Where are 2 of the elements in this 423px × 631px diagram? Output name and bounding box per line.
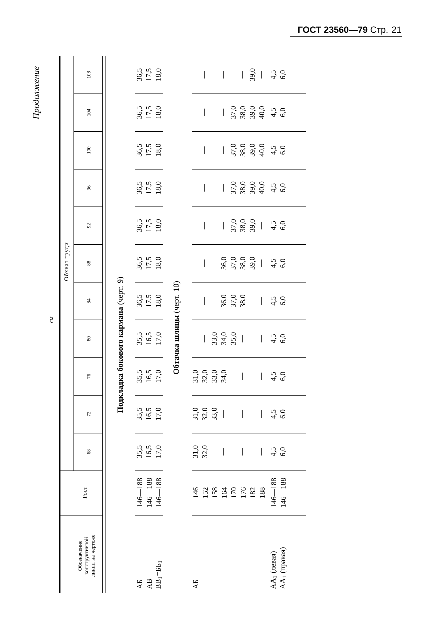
continuation-label: Продолжение — [32, 66, 42, 120]
page-header: ГОСТ 23560—79 Стр. 21 — [298, 26, 402, 35]
